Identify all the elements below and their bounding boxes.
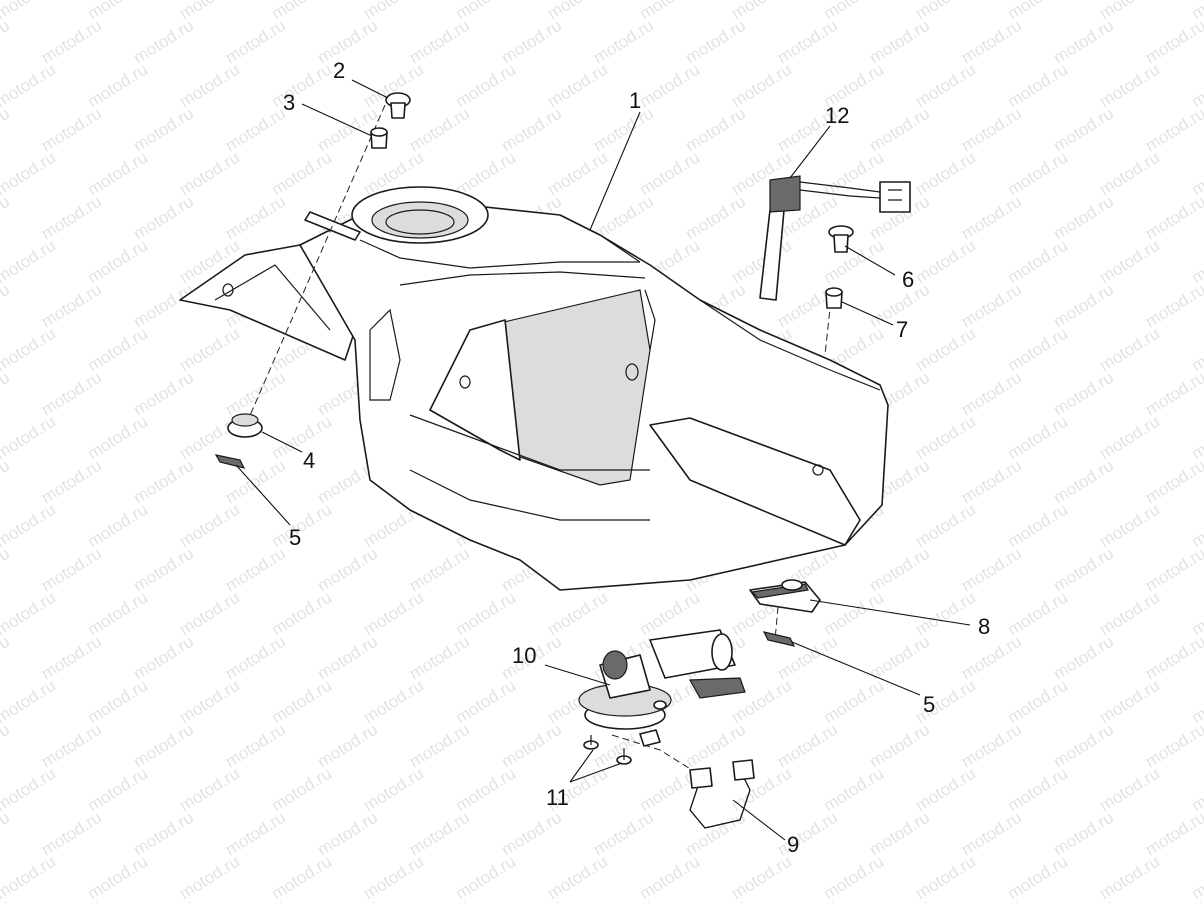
- grommet-4: [227, 413, 263, 438]
- watermark-text: motod.ru: [0, 280, 13, 332]
- leader-lines: [235, 79, 971, 841]
- bolt-6: [828, 225, 854, 253]
- bushing-3: [370, 127, 388, 149]
- watermark-text: motod.ru: [1188, 764, 1204, 816]
- watermark-text: motod.ru: [1188, 148, 1204, 200]
- callout-11: 11: [546, 785, 569, 810]
- bushing-7: [825, 287, 843, 309]
- clip-5-left: [214, 454, 246, 469]
- watermark-text: motod.ru: [0, 676, 59, 728]
- watermark-text: motod.ru: [958, 896, 1025, 903]
- callout-2: 2: [333, 58, 345, 83]
- fuel-sensor-12: [759, 175, 911, 301]
- watermark-text: motod.ru: [1188, 588, 1204, 640]
- watermark-text: motod.ru: [0, 544, 13, 596]
- watermark-text: motod.ru: [1188, 60, 1204, 112]
- watermark-text: motod.ru: [38, 896, 105, 903]
- watermark-text: motod.ru: [0, 0, 59, 23]
- watermark-text: motod.ru: [774, 896, 841, 903]
- watermark-text: motod.ru: [0, 148, 59, 200]
- callout-12: 12: [825, 103, 849, 128]
- watermark-text: motod.ru: [0, 324, 59, 376]
- watermark-text: motod.ru: [1188, 236, 1204, 288]
- callout-7: 7: [896, 317, 908, 342]
- pad-8: [749, 579, 821, 613]
- watermark-text: motod.ru: [0, 412, 59, 464]
- watermark-text: motod.ru: [222, 896, 289, 903]
- screws-11: [583, 729, 661, 765]
- assembly-dash-lines: [247, 104, 833, 776]
- callout-4: 4: [303, 448, 315, 473]
- callout-10: 10: [512, 643, 536, 668]
- watermark-text: motod.ru: [1188, 852, 1204, 903]
- fuel-tank: [179, 186, 889, 591]
- watermark-text: motod.ru: [1188, 412, 1204, 464]
- callout-3: 3: [283, 90, 295, 115]
- watermark-text: motod.ru: [866, 896, 933, 903]
- callout-1: 1: [629, 88, 641, 113]
- watermark-text: motod.ru: [0, 60, 59, 112]
- callout-labels: 1 2 3 4 5 5 6 7 8 9 10 11 12: [283, 58, 990, 857]
- bolt-2: [385, 92, 411, 119]
- watermark-text: motod.ru: [406, 896, 473, 903]
- watermark-text: motod.ru: [314, 896, 381, 903]
- watermark-text: motod.ru: [0, 456, 13, 508]
- watermark-text: motod.ru: [0, 192, 13, 244]
- watermark-text: motod.ru: [0, 852, 59, 903]
- watermark-text: motod.ru: [1188, 324, 1204, 376]
- watermark-text: motod.ru: [498, 896, 565, 903]
- watermark-text: motod.ru: [0, 368, 13, 420]
- watermark-text: motod.ru: [1188, 500, 1204, 552]
- watermark-text: motod.ru: [0, 632, 13, 684]
- watermark-text: motod.ru: [590, 896, 657, 903]
- callout-6: 6: [902, 267, 914, 292]
- watermark-text: motod.ru: [130, 896, 197, 903]
- watermark-text: motod.ru: [1050, 896, 1117, 903]
- watermark-text: motod.ru: [1188, 676, 1204, 728]
- callout-9: 9: [787, 832, 799, 857]
- watermark-text: motod.ru: [0, 808, 13, 860]
- fuel-pump-10: [578, 629, 746, 730]
- watermark-text: motod.ru: [0, 16, 13, 68]
- watermark-text: motod.ru: [0, 104, 13, 156]
- watermark-text: motod.ru: [0, 720, 13, 772]
- watermark-text: motod.ru: [0, 764, 59, 816]
- clip-5-right: [762, 631, 796, 647]
- watermark-text: motod.ru: [0, 500, 59, 552]
- watermark-text: motod.ru: [0, 236, 59, 288]
- harness-9: [689, 759, 755, 829]
- callout-8: 8: [978, 614, 990, 639]
- watermark-text: motod.ru: [682, 896, 749, 903]
- callout-5-right: 5: [923, 692, 935, 717]
- callout-5-left: 5: [289, 525, 301, 550]
- watermark-text: motod.ru: [0, 588, 59, 640]
